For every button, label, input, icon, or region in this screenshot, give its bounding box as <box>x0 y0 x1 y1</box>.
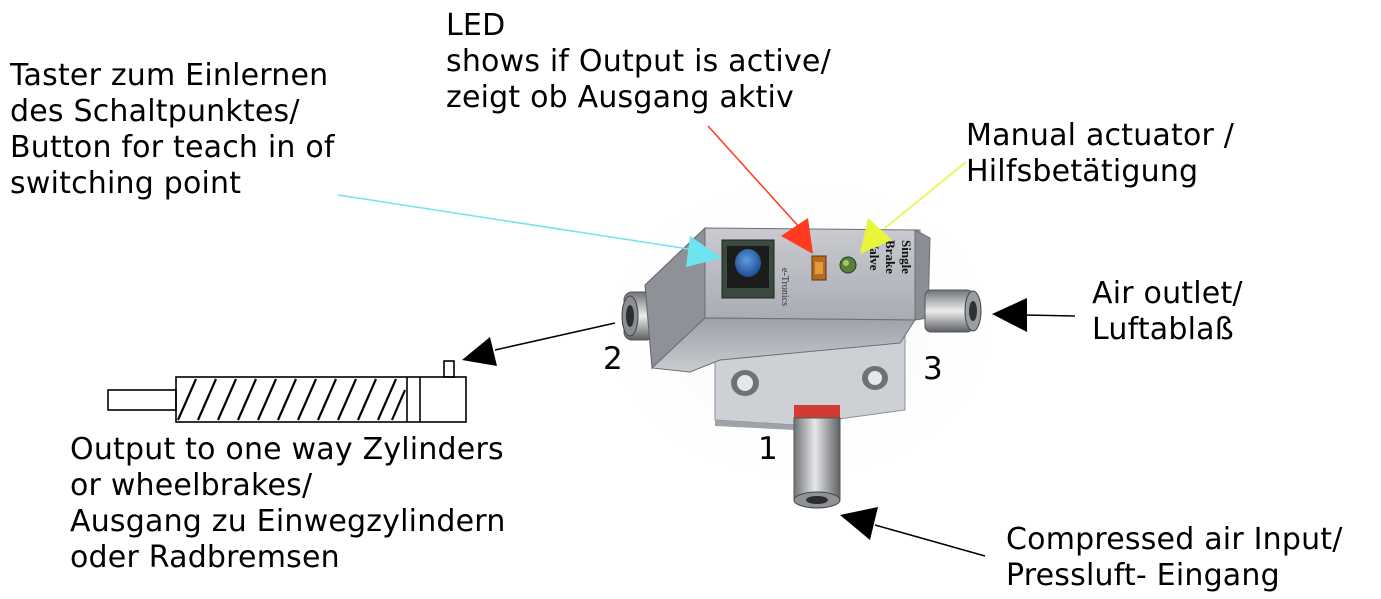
board-print-text: e-Tronics <box>779 268 790 306</box>
led-label-line: LED <box>446 8 506 43</box>
port-3-fitting <box>924 289 982 333</box>
outlet-arrow <box>992 298 1076 332</box>
teach-in-board <box>721 239 775 299</box>
button-label: Taster zum Einlernen des Schaltpunktes/ … <box>10 58 335 202</box>
cylinder-body <box>175 376 467 423</box>
button-arrow <box>337 194 722 267</box>
led-label-line: shows if Output is active/ <box>446 44 831 79</box>
output-label-line: oder Radbremsen <box>70 540 340 575</box>
compressed-label-line: Compressed air Input/ <box>1006 522 1343 557</box>
button-label-line: Button for teach in of <box>10 130 335 165</box>
button-label-line: des Schaltpunktes/ <box>10 94 300 129</box>
button-label-line: Taster zum Einlernen <box>10 58 329 93</box>
status-led-icon <box>811 255 827 281</box>
manual-actuator-icon <box>839 256 857 274</box>
button-label-line: switching point <box>10 166 242 201</box>
air-outlet-label: Air outlet/ Luftablaß <box>1092 276 1243 348</box>
manual-label-line: Manual actuator / <box>966 118 1235 153</box>
port-1-number: 1 <box>758 431 778 467</box>
port-3-number: 3 <box>923 351 943 387</box>
port-2-number: 2 <box>603 341 623 377</box>
manual-label-line: Hilfsbetätigung <box>966 154 1199 189</box>
device-print-line: Brake <box>883 240 898 274</box>
output-label-line: Ausgang zu Einwegzylindern <box>70 504 506 539</box>
output-label-line: or wheelbrakes/ <box>70 468 313 503</box>
cylinder-spring <box>176 378 407 421</box>
output-label: Output to one way Zylinders or wheelbrak… <box>70 432 506 576</box>
cylinder-symbol <box>107 360 467 423</box>
compressed-label-line: Pressluft- Eingang <box>1006 558 1280 593</box>
manual-arrow <box>860 161 967 254</box>
led-arrow <box>707 125 813 254</box>
compressed-air-label: Compressed air Input/ Pressluft- Eingang <box>1006 522 1343 594</box>
air-outlet-label-line: Air outlet/ <box>1092 276 1243 311</box>
teach-button-icon <box>735 249 761 277</box>
air-outlet-label-line: Luftablaß <box>1092 312 1234 347</box>
led-label-line: zeigt ob Ausgang aktiv <box>446 80 795 115</box>
port-1-fitting <box>793 405 841 509</box>
input-arrow <box>840 507 986 557</box>
led-label: LED shows if Output is active/ zeigt ob … <box>446 8 831 116</box>
output-arrow <box>462 322 616 366</box>
manual-actuator-label: Manual actuator / Hilfsbetätigung <box>966 118 1234 190</box>
device-print-line: Single <box>899 240 914 274</box>
cylinder-rod <box>107 389 177 411</box>
cylinder-port <box>443 360 455 378</box>
output-label-line: Output to one way Zylinders <box>70 432 504 467</box>
